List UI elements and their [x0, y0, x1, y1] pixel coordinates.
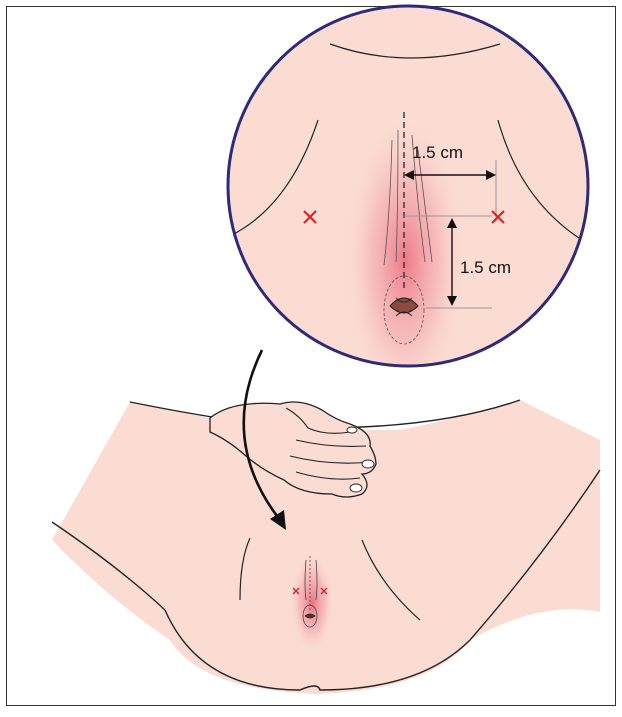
redness-area-small: [290, 548, 334, 648]
vertical-measure-label: 1.5 cm: [460, 258, 511, 277]
redness-area: [343, 95, 467, 395]
magnified-view: 1.5 cm 1.5 cm: [228, 6, 588, 395]
horizontal-measure-label: 1.5 cm: [412, 143, 463, 162]
